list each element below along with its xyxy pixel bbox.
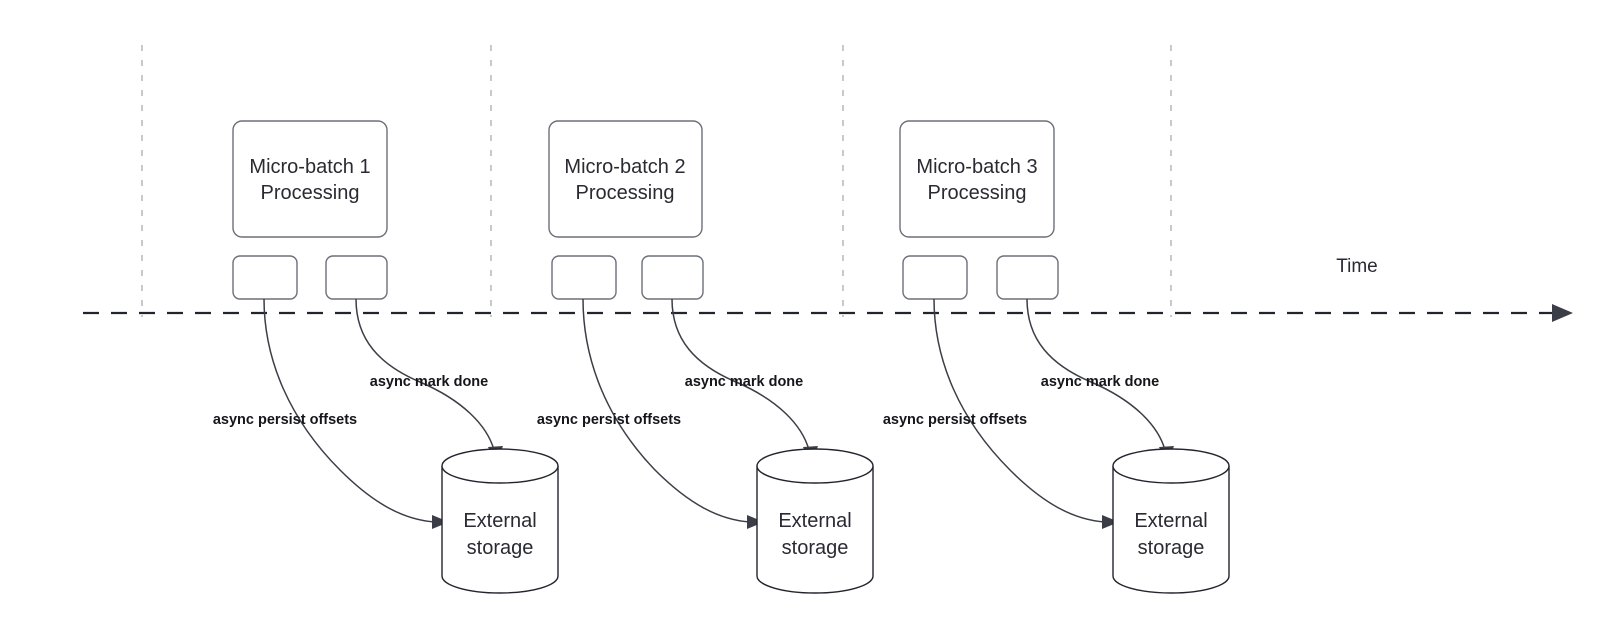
group-1-mark-done-curve bbox=[355, 298, 495, 451]
grid-lines-group bbox=[141, 45, 1172, 317]
group-1-external-storage-cylinder-top bbox=[441, 448, 559, 484]
group-2-persist-offsets-task-box[interactable] bbox=[551, 255, 617, 300]
group-3-mark-done-task-box[interactable] bbox=[996, 255, 1059, 300]
group-2-external-storage-label-line1: External bbox=[778, 510, 851, 532]
micro-batch-2-label-line2: Processing bbox=[576, 182, 675, 204]
group-3-external-storage-label-line2: storage bbox=[1138, 537, 1205, 559]
group-1-persist-offsets-label: async persist offsets bbox=[213, 412, 357, 428]
group-2-mark-done-curve bbox=[671, 298, 810, 451]
group-3-external-storage-cylinder-body[interactable] bbox=[1112, 466, 1230, 594]
group-2-external-storage-cylinder-body[interactable] bbox=[756, 466, 874, 594]
group-3-persist-offsets-arrowhead bbox=[1102, 515, 1119, 529]
micro-batch-1-label-line1: Micro-batch 1 bbox=[249, 156, 370, 178]
group-1-persist-offsets-arrowhead bbox=[432, 515, 449, 529]
group-2-external-storage-label-line2: storage bbox=[782, 537, 849, 559]
group-2-external-storage-cylinder-top bbox=[756, 448, 874, 484]
time-axis-group bbox=[83, 304, 1573, 322]
group-2-mark-done-label: async mark done bbox=[685, 374, 803, 390]
micro-batch-1-box[interactable] bbox=[232, 120, 388, 238]
micro-batch-2-box[interactable] bbox=[548, 120, 703, 238]
group-1-persist-offsets-task-box[interactable] bbox=[232, 255, 298, 300]
group-3-external-storage-cylinder-top bbox=[1112, 448, 1230, 484]
group-1-persist-offsets-curve bbox=[263, 298, 436, 523]
micro-batch-1-label-line2: Processing bbox=[261, 182, 360, 204]
group-2-persist-offsets-curve bbox=[582, 298, 751, 523]
time-axis-arrowhead bbox=[1552, 304, 1573, 322]
group-2-mark-done-task-box[interactable] bbox=[641, 255, 704, 300]
group-3-persist-offsets-label: async persist offsets bbox=[883, 412, 1027, 428]
micro-batch-group-1: Micro-batch 1 Processing async persist o… bbox=[213, 120, 559, 594]
group-3-mark-done-label: async mark done bbox=[1041, 374, 1159, 390]
group-1-external-storage-label-line1: External bbox=[463, 510, 536, 532]
micro-batch-group-2: Micro-batch 2 Processing async persist o… bbox=[537, 120, 874, 594]
micro-batch-3-box[interactable] bbox=[899, 120, 1055, 238]
micro-batch-group-3: Micro-batch 3 Processing async persist o… bbox=[883, 120, 1230, 594]
group-3-external-storage-label-line1: External bbox=[1134, 510, 1207, 532]
micro-batch-3-label-line2: Processing bbox=[928, 182, 1027, 204]
micro-batch-3-label-line1: Micro-batch 3 bbox=[916, 156, 1037, 178]
micro-batch-2-label-line1: Micro-batch 2 bbox=[564, 156, 685, 178]
group-2-persist-offsets-arrowhead bbox=[747, 515, 764, 529]
group-3-mark-done-curve bbox=[1026, 298, 1166, 451]
group-1-mark-done-label: async mark done bbox=[370, 374, 488, 390]
group-3-persist-offsets-curve bbox=[933, 298, 1106, 523]
group-3-persist-offsets-task-box[interactable] bbox=[902, 255, 968, 300]
time-axis-caption: Time bbox=[1336, 256, 1378, 277]
group-2-persist-offsets-label: async persist offsets bbox=[537, 412, 681, 428]
group-1-mark-done-task-box[interactable] bbox=[325, 255, 388, 300]
group-1-external-storage-cylinder-body[interactable] bbox=[441, 466, 559, 594]
group-1-external-storage-label-line2: storage bbox=[467, 537, 534, 559]
